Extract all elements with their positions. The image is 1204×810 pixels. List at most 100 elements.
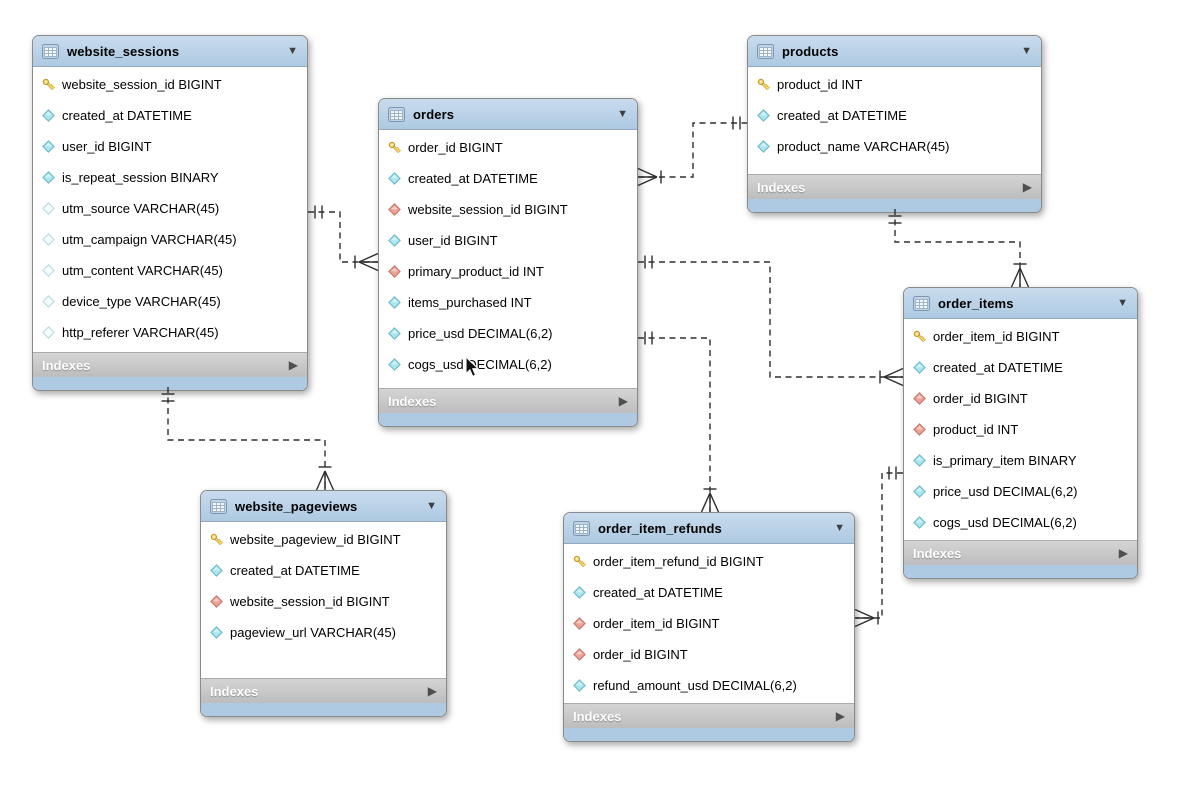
column-row[interactable]: order_id BIGINT [379, 132, 637, 163]
column-row[interactable]: created_at DATETIME [748, 100, 1041, 131]
column-row[interactable]: created_at DATETIME [379, 163, 637, 194]
collapse-caret-icon[interactable]: ▼ [834, 521, 845, 534]
column-row[interactable]: website_pageview_id BIGINT [201, 524, 446, 555]
column-row[interactable]: website_session_id BIGINT [201, 586, 446, 617]
column-row[interactable]: pageview_url VARCHAR(45) [201, 617, 446, 648]
relationship-website_sessions-orders[interactable] [308, 205, 379, 272]
relationship-website_sessions-website_pageviews[interactable] [161, 387, 335, 491]
indexes-label: Indexes [388, 393, 437, 409]
expand-indexes-icon[interactable]: ▶ [427, 684, 437, 698]
column-label: order_id BIGINT [408, 140, 503, 155]
column-row[interactable]: created_at DATETIME [33, 100, 307, 131]
column-row[interactable]: items_purchased INT [379, 287, 637, 318]
expand-indexes-icon[interactable]: ▶ [288, 358, 298, 372]
column-row[interactable]: device_type VARCHAR(45) [33, 286, 307, 317]
table-order_item_refunds[interactable]: order_item_refunds ▼ order_item_refund_i… [563, 512, 855, 742]
expand-indexes-icon[interactable]: ▶ [618, 394, 628, 408]
indexes-bar[interactable]: Indexes ▶ [904, 540, 1137, 565]
table-website_pageviews[interactable]: website_pageviews ▼ website_pageview_id … [200, 490, 447, 717]
column-row[interactable]: created_at DATETIME [201, 555, 446, 586]
column-row[interactable]: order_id BIGINT [904, 383, 1137, 414]
collapse-caret-icon[interactable]: ▼ [1021, 44, 1032, 57]
column-nullable-icon [42, 202, 55, 215]
column-row[interactable]: website_session_id BIGINT [379, 194, 637, 225]
column-row[interactable]: user_id BIGINT [379, 225, 637, 256]
table-header[interactable]: order_items ▼ [904, 288, 1137, 319]
column-label: utm_campaign VARCHAR(45) [62, 232, 237, 247]
column-row[interactable]: order_id BIGINT [564, 639, 854, 670]
table-icon [210, 498, 227, 514]
relationship-orders-order_items[interactable] [638, 255, 904, 387]
table-products[interactable]: products ▼ product_id INT created_at DAT… [747, 35, 1042, 213]
indexes-label: Indexes [757, 179, 806, 195]
column-label: order_item_id BIGINT [933, 329, 1060, 344]
indexes-label: Indexes [42, 357, 91, 373]
column-row[interactable]: price_usd DECIMAL(6,2) [904, 476, 1137, 507]
table-header[interactable]: website_sessions ▼ [33, 36, 307, 67]
column-label: product_name VARCHAR(45) [777, 139, 950, 154]
indexes-bar[interactable]: Indexes ▶ [748, 174, 1041, 199]
column-row[interactable]: price_usd DECIMAL(6,2) [379, 318, 637, 349]
column-notnull-icon [573, 679, 586, 692]
expand-indexes-icon[interactable]: ▶ [1022, 180, 1032, 194]
collapse-caret-icon[interactable]: ▼ [617, 107, 628, 120]
column-notnull-icon [42, 140, 55, 153]
indexes-bar[interactable]: Indexes ▶ [564, 703, 854, 728]
table-header[interactable]: products ▼ [748, 36, 1041, 67]
table-header[interactable]: orders ▼ [379, 99, 637, 130]
table-icon [913, 295, 930, 311]
column-label: website_session_id BIGINT [62, 77, 222, 92]
relationship-orders-products[interactable] [637, 116, 747, 187]
column-row[interactable]: is_primary_item BINARY [904, 445, 1137, 476]
column-row[interactable]: utm_source VARCHAR(45) [33, 193, 307, 224]
indexes-bar[interactable]: Indexes ▶ [379, 388, 637, 413]
indexes-bar[interactable]: Indexes ▶ [33, 352, 307, 377]
table-website_sessions[interactable]: website_sessions ▼ website_session_id BI… [32, 35, 308, 391]
column-row[interactable]: order_item_id BIGINT [564, 608, 854, 639]
column-row[interactable]: cogs_usd DECIMAL(6,2) [379, 349, 637, 380]
table-title: products [782, 43, 839, 59]
column-row[interactable]: user_id BIGINT [33, 131, 307, 162]
column-row[interactable]: product_name VARCHAR(45) [748, 131, 1041, 162]
column-row[interactable]: order_item_refund_id BIGINT [564, 546, 854, 577]
column-row[interactable]: utm_campaign VARCHAR(45) [33, 224, 307, 255]
table-title: orders [413, 106, 455, 122]
column-row[interactable]: utm_content VARCHAR(45) [33, 255, 307, 286]
expand-indexes-icon[interactable]: ▶ [1118, 546, 1128, 560]
relationship-products-order_items[interactable] [888, 209, 1030, 288]
column-label: user_id BIGINT [62, 139, 152, 154]
column-notnull-icon [388, 234, 401, 247]
column-row[interactable]: cogs_usd DECIMAL(6,2) [904, 507, 1137, 538]
column-row[interactable]: primary_product_id INT [379, 256, 637, 287]
column-nullable-icon [42, 326, 55, 339]
collapse-caret-icon[interactable]: ▼ [426, 499, 437, 512]
table-order_items[interactable]: order_items ▼ order_item_id BIGINT creat… [903, 287, 1138, 579]
column-row[interactable]: product_id INT [748, 69, 1041, 100]
relationship-orders-order_item_refunds[interactable] [638, 331, 720, 513]
column-row[interactable]: created_at DATETIME [564, 577, 854, 608]
column-row[interactable]: website_session_id BIGINT [33, 69, 307, 100]
indexes-bar[interactable]: Indexes ▶ [201, 678, 446, 703]
column-notnull-icon [757, 140, 770, 153]
relationship-order_items-order_item_refunds[interactable] [854, 466, 903, 628]
column-row[interactable]: http_referer VARCHAR(45) [33, 317, 307, 348]
table-header[interactable]: order_item_refunds ▼ [564, 513, 854, 544]
column-row[interactable]: is_repeat_session BINARY [33, 162, 307, 193]
table-orders[interactable]: orders ▼ order_id BIGINT created_at DATE… [378, 98, 638, 427]
column-label: price_usd DECIMAL(6,2) [933, 484, 1078, 499]
column-row[interactable]: refund_amount_usd DECIMAL(6,2) [564, 670, 854, 701]
column-row[interactable]: created_at DATETIME [904, 352, 1137, 383]
expand-indexes-icon[interactable]: ▶ [835, 709, 845, 723]
table-icon [573, 520, 590, 536]
column-label: utm_content VARCHAR(45) [62, 263, 223, 278]
column-notnull-icon [913, 485, 926, 498]
column-notnull-icon [573, 586, 586, 599]
primary-key-icon [573, 555, 586, 568]
table-bottom-strip [564, 728, 854, 741]
collapse-caret-icon[interactable]: ▼ [287, 44, 298, 57]
column-row[interactable]: product_id INT [904, 414, 1137, 445]
column-row[interactable]: order_item_id BIGINT [904, 321, 1137, 352]
collapse-caret-icon[interactable]: ▼ [1117, 296, 1128, 309]
table-header[interactable]: website_pageviews ▼ [201, 491, 446, 522]
